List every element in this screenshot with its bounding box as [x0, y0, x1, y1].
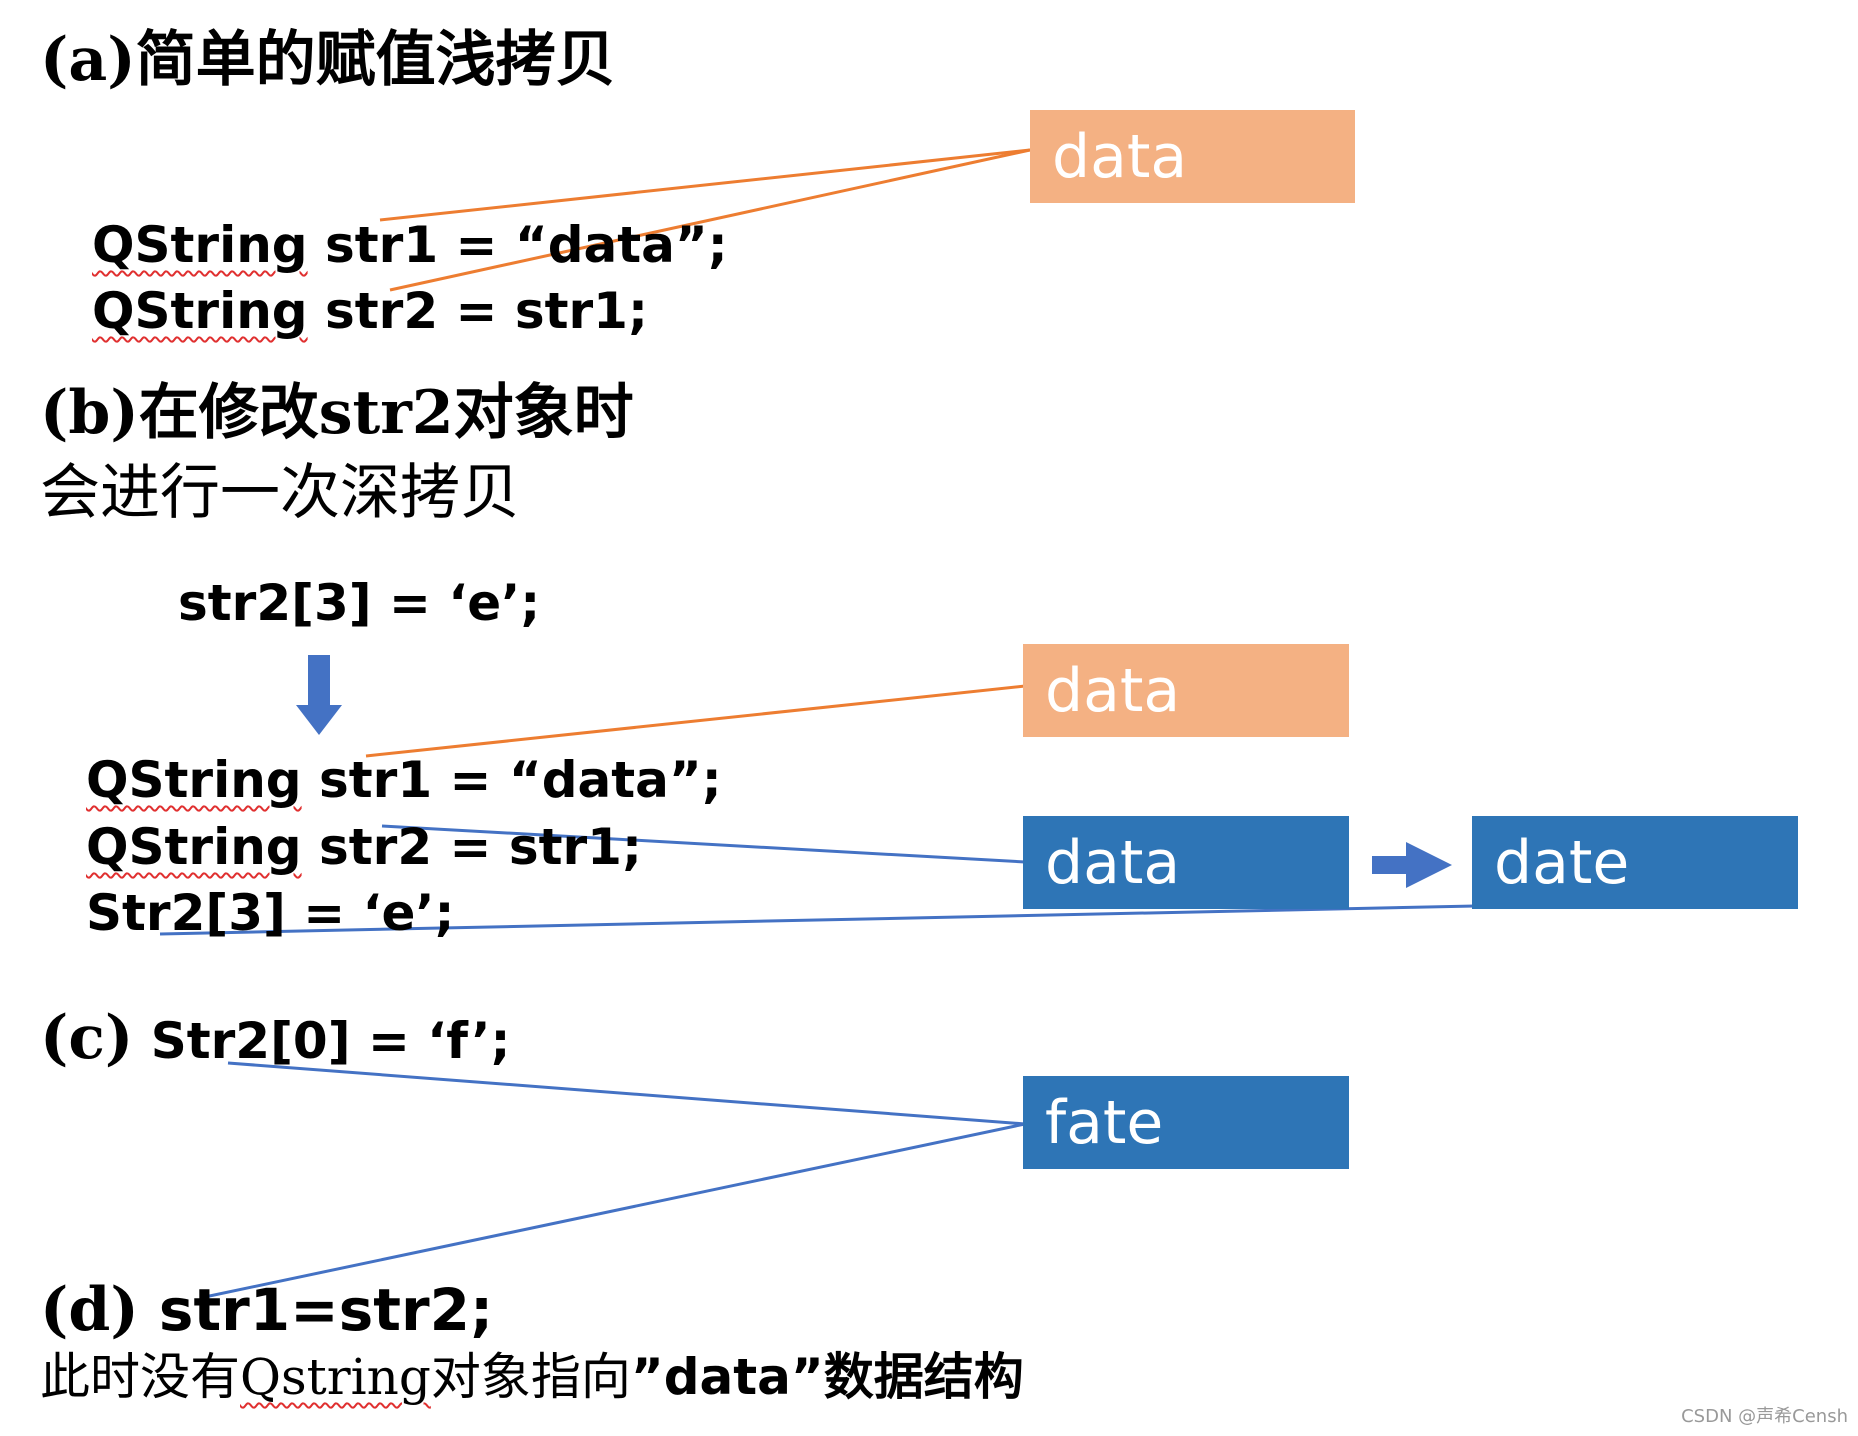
b-str2-pointer-line: [381, 824, 1026, 864]
note-suffix: 数据结构: [823, 1348, 1024, 1406]
section-a-code-line-2: QString str2 = str1;: [92, 286, 648, 336]
c-str2-pointer-line: [227, 1061, 1026, 1126]
note-prefix: 此时没有: [40, 1348, 240, 1406]
down-arrow-icon: [296, 655, 342, 735]
section-d-line: (d) str1=str2;: [40, 1280, 493, 1340]
a-str1-pointer-line: [379, 148, 1031, 222]
note-bold: ”data”: [630, 1348, 824, 1406]
section-a-heading: (a)简单的赋值浅拷贝: [40, 25, 616, 95]
watermark: CSDN @声希Censh: [1681, 1406, 1848, 1427]
section-d-label: (d): [40, 1275, 139, 1345]
note-qstring-word: Qstring: [240, 1348, 431, 1406]
qstring-keyword: QString: [86, 818, 302, 876]
section-b-code-line-3: Str2[3] = ‘e’;: [86, 884, 455, 942]
section-b-heading-line-1: (b)在修改str2对象时: [40, 378, 634, 448]
b-str2-date-box: date: [1472, 816, 1798, 909]
section-c-line: (c) Str2[0] = ‘f’;: [40, 1008, 510, 1068]
d-str1-pointer-line: [199, 1122, 1026, 1300]
section-b-code-line-1: QString str1 = “data”;: [86, 755, 722, 805]
qstring-keyword: QString: [92, 282, 308, 340]
a-shared-data-box: data: [1030, 110, 1355, 203]
code-text: str2 = str1;: [307, 282, 648, 340]
c-fate-box: fate: [1023, 1076, 1349, 1169]
section-c-label: (c): [40, 1003, 134, 1073]
right-arrow-icon: [1372, 842, 1452, 888]
b-str2-modified-pointer-line: [159, 904, 1476, 936]
code-text: str1 = “data”;: [301, 751, 722, 809]
b-str1-pointer-line: [365, 684, 1026, 758]
b-str2-data-box: data: [1023, 816, 1349, 909]
section-b-code-line-2: QString str2 = str1;: [86, 822, 642, 872]
section-c-statement: Str2[0] = ‘f’;: [133, 1012, 511, 1070]
qstring-keyword: QString: [86, 751, 302, 809]
a-str2-pointer-line: [389, 148, 1031, 292]
code-text: str2 = str1;: [301, 818, 642, 876]
section-d-note: 此时没有Qstring对象指向”data”数据结构: [40, 1352, 1024, 1402]
section-a-code-line-1: QString str1 = “data”;: [92, 220, 728, 270]
section-d-statement: str1=str2;: [138, 1276, 494, 1344]
note-middle: 对象指向: [430, 1348, 631, 1406]
section-b-heading-line-2: 会进行一次深拷贝: [40, 458, 520, 528]
qstring-keyword: QString: [92, 216, 308, 274]
b-str1-data-box: data: [1023, 644, 1349, 737]
code-text: str1 = “data”;: [307, 216, 728, 274]
section-b-statement: str2[3] = ‘e’;: [178, 574, 541, 632]
